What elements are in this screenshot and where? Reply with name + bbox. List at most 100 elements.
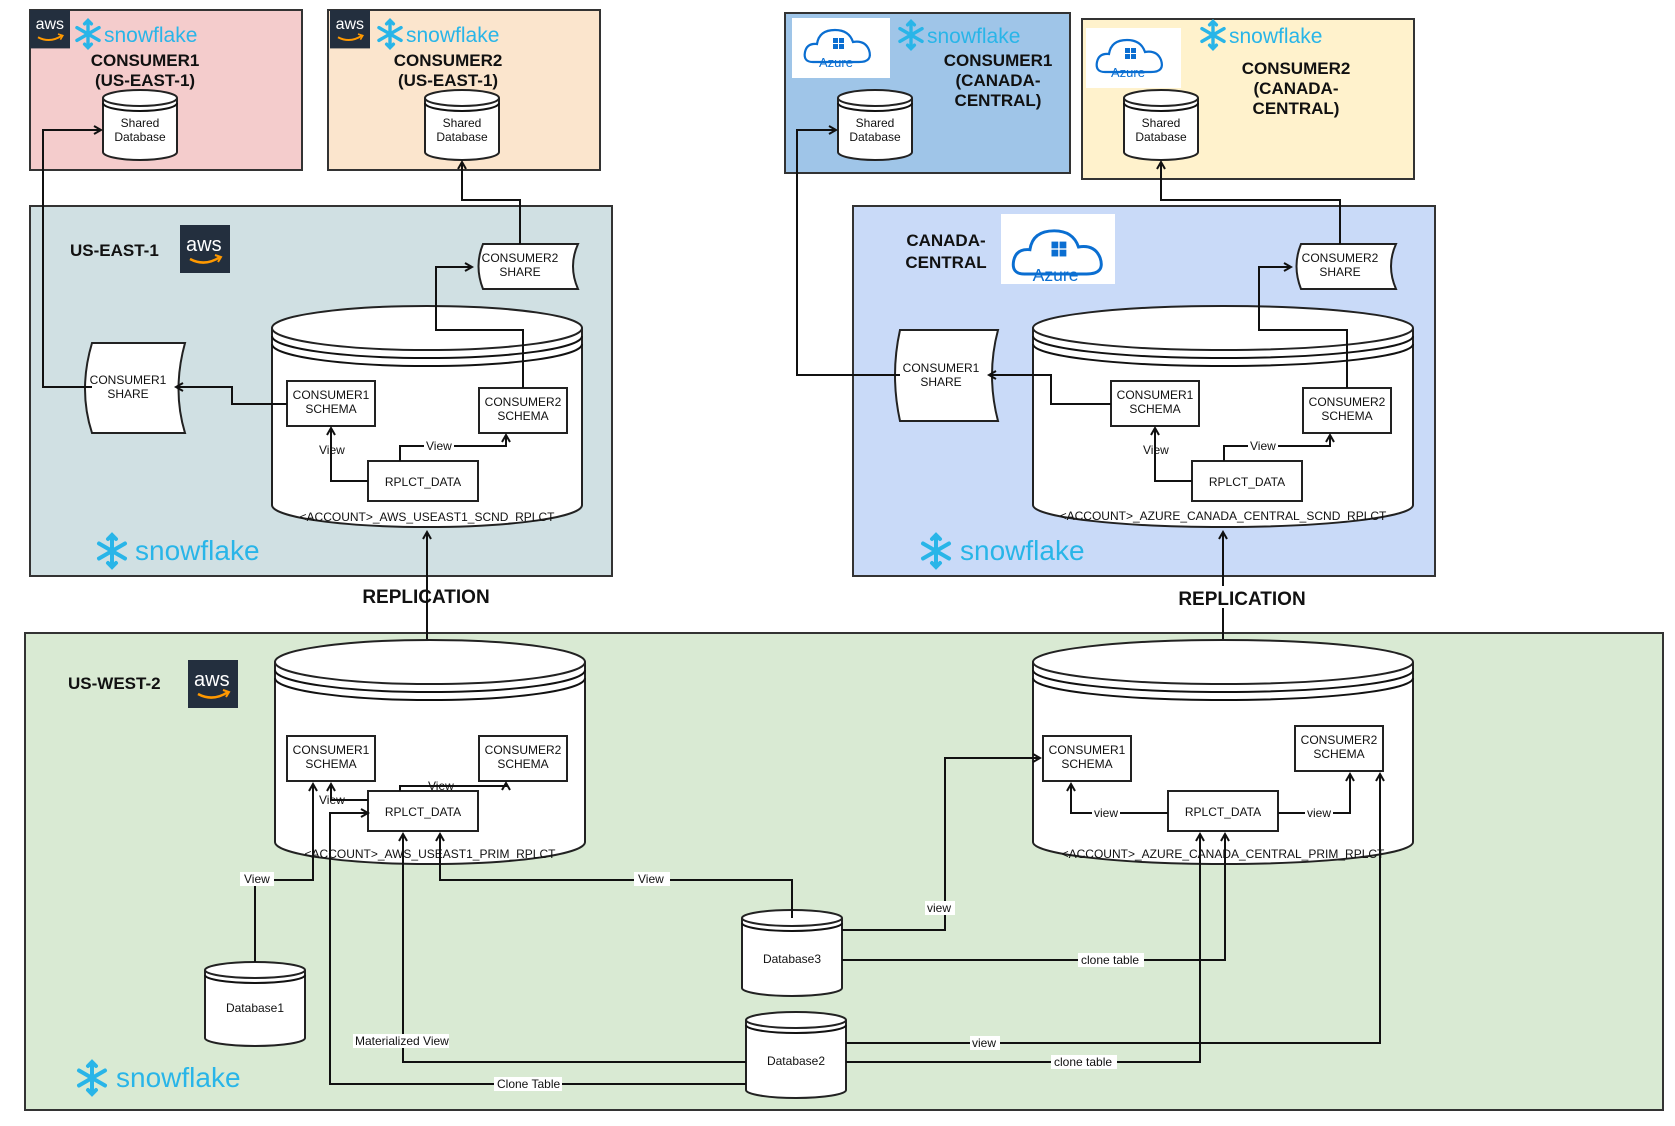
edge-label-bg [1305,806,1333,820]
edge-label-materialized-view: Materialized View [355,1034,449,1048]
edge-label-view: view [972,1036,996,1050]
azure-cloud-icon: Azure [1011,229,1103,285]
svg-text:RPLCT_DATA: RPLCT_DATA [1185,805,1261,819]
secondary-database-canada: <ACCOUNT>_AZURE_CANADA_CENTRAL_SCND_RPLC… [1032,305,1414,528]
rplct-data-us-east: RPLCT_DATA [367,460,479,502]
edge-label-clone-table: clone table [1081,953,1139,967]
text-line: Shared [1142,116,1181,130]
svg-text:Database1: Database1 [226,1001,284,1015]
text-line: SCHEMA [1129,402,1180,416]
text-line: Database [849,130,901,144]
edge-label-view: View [1250,439,1276,453]
snowflake-wordmark: snowflake [135,535,260,566]
text-line: (US-EAST-1) [95,71,195,90]
edge-db1-view-to-c1 [254,784,313,962]
edge-label-bg [1248,439,1278,453]
text-line: CONSUMER2 [1302,251,1379,265]
edge-share-to-consumer2-east [462,162,521,244]
rplct-data-canada: RPLCT_DATA [1191,460,1303,502]
text-line: SCHEMA [305,402,356,416]
text-line: CONSUMER2 [1309,395,1386,409]
consumer2-us-east-title: CONSUMER2(US-EAST-1) [394,51,503,90]
edge-label-clone-table: Clone Table [497,1077,560,1091]
text-line: Database [114,130,166,144]
text-line: CONSUMER2 [1301,733,1378,747]
replication-label-canada: REPLICATION [1178,589,1305,610]
svg-text:<ACCOUNT>_AZURE_CANADA_CENTRAL: <ACCOUNT>_AZURE_CANADA_CENTRAL_SCND_RPLC… [1060,509,1387,523]
svg-text:Azure: Azure [1033,265,1079,285]
edge-label-view: view [927,901,951,915]
aws-logo-icon: aws [28,8,72,50]
text-line: Database [436,130,488,144]
text-line: Shared [443,116,482,130]
edge-view-east-c1 [331,428,368,482]
edge-db3-view-to-rplct-aws [440,834,793,918]
aws-logo-icon: aws [178,223,232,275]
text-line: CONSUMER1 [90,373,167,387]
svg-text:<ACCOUNT>_AWS_USEAST1_PRIM_RPL: <ACCOUNT>_AWS_USEAST1_PRIM_RPLCT [305,847,557,861]
aws-logo-icon: aws [186,658,240,710]
text-line: CONSUMER1 [944,51,1053,70]
snowflake-wordmark: snowflake [116,1062,241,1093]
svg-text:aws: aws [36,16,64,33]
text-line: CONSUMER1 [293,388,370,402]
snowflake-wordmark: snowflake [104,24,197,47]
edge-view-west-azure-c2 [1278,774,1350,814]
text-line: CENTRAL [905,253,986,272]
snowflake-wordmark: snowflake [1229,25,1322,48]
edge-db3-clone-to-rplct-azure [842,834,1225,961]
text-line: CONSUMER1 [903,361,980,375]
edge-label-bg [353,1034,449,1048]
text-line: SHARE [1319,265,1360,279]
svg-text:Azure: Azure [1111,65,1145,80]
edge-c1-schema-to-share-east [176,387,287,405]
database1-cylinder: Database1 [204,961,306,1047]
text-line: Shared [121,116,160,130]
edge-label-view: View [1143,443,1169,457]
text-line: SCHEMA [1061,757,1112,771]
text-line: SCHEMA [1321,409,1372,423]
region-label-canada-central: CANADA-CENTRAL [905,231,986,272]
edge-label-bg [925,901,955,915]
text-line: CONSUMER1 [293,743,370,757]
svg-text:RPLCT_DATA: RPLCT_DATA [385,805,461,819]
text-line: CONSUMER1 [91,51,200,70]
consumer1-us-east-title: CONSUMER1(US-EAST-1) [91,51,200,90]
text-line: Shared [856,116,895,130]
edge-label-view: View [319,793,345,807]
edge-label-bg [494,1077,562,1091]
azure-cloud-icon: Azure [803,28,871,70]
edge-share-to-consumer1-east [42,130,101,388]
text-line: CONSUMER2 [394,51,503,70]
svg-text:aws: aws [194,669,230,691]
consumer1-canada-title: CONSUMER1(CANADA-CENTRAL) [944,51,1053,110]
svg-text:<ACCOUNT>_AWS_USEAST1_SCND_RPL: <ACCOUNT>_AWS_USEAST1_SCND_RPLCT [300,510,556,524]
text-line: CONSUMER2 [485,743,562,757]
svg-text:RPLCT_DATA: RPLCT_DATA [1209,475,1285,489]
text-line: (CANADA- [1254,79,1339,98]
text-line: SCHEMA [497,409,548,423]
edge-label-view: View [428,779,454,793]
snowflake-wordmark: snowflake [927,25,1020,48]
edge-db2-view-to-c2-azure [846,774,1380,1044]
svg-text:aws: aws [186,234,222,256]
svg-text:Database3: Database3 [763,952,821,966]
region-label-us-east-1: US-EAST-1 [70,241,159,260]
edge-label-bg [634,872,670,886]
replication-label-bg [1168,586,1276,608]
